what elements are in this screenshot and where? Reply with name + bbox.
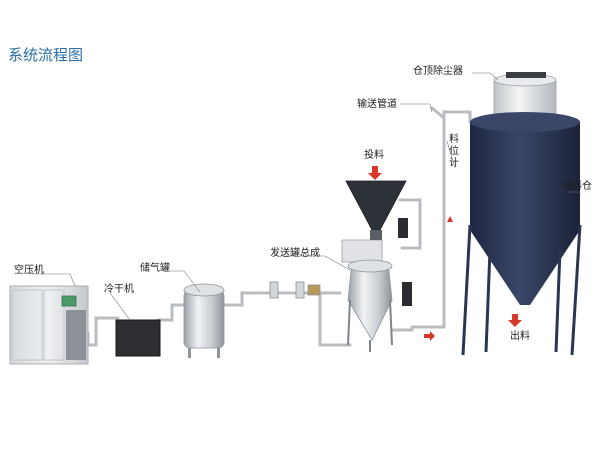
pipe-compressor-dryer: [86, 316, 120, 347]
pipe-hopper-loop: [398, 198, 422, 250]
air-tank-label: 储气罐: [140, 263, 170, 274]
feed-arrow: [368, 166, 382, 180]
sender-label: 发送罐总成: [270, 248, 320, 259]
pipe-silo-inlet: [442, 110, 472, 124]
discharge-label: 出料: [510, 331, 530, 342]
feed-hopper: [345, 180, 407, 240]
valves: [269, 281, 321, 299]
air-receiver-tank: [183, 283, 225, 358]
air-compressor-label: 空压机: [14, 265, 44, 276]
pipe-dryer-tank: [156, 303, 185, 322]
level-meter-label: 料位计: [449, 134, 459, 169]
flow-arrow-up: [447, 216, 453, 222]
dryer-label: 冷干机: [104, 284, 134, 295]
pipe-tank-sender: [222, 291, 342, 307]
leader-lines: [32, 72, 581, 321]
air-compressor: [9, 285, 89, 365]
silo-label: 储料仓: [562, 181, 592, 192]
pipes: [86, 106, 472, 347]
storage-silo: [461, 112, 582, 356]
flow-arrows: [368, 166, 522, 341]
control-panel-screen: [61, 295, 77, 307]
pipeline-label: 输送管道: [357, 99, 397, 110]
pipe-conveying: [390, 106, 446, 332]
feeding-label: 投料: [364, 150, 384, 161]
pneumatic-sender: [341, 218, 412, 352]
dust-collector-label: 仓顶除尘器: [413, 66, 463, 77]
refrigerated-dryer: [115, 319, 161, 357]
flow-arrow-right: [424, 331, 435, 341]
pipe-sender-loop: [318, 291, 352, 347]
page-title: 系统流程图: [8, 46, 84, 64]
discharge-arrow: [508, 314, 522, 327]
